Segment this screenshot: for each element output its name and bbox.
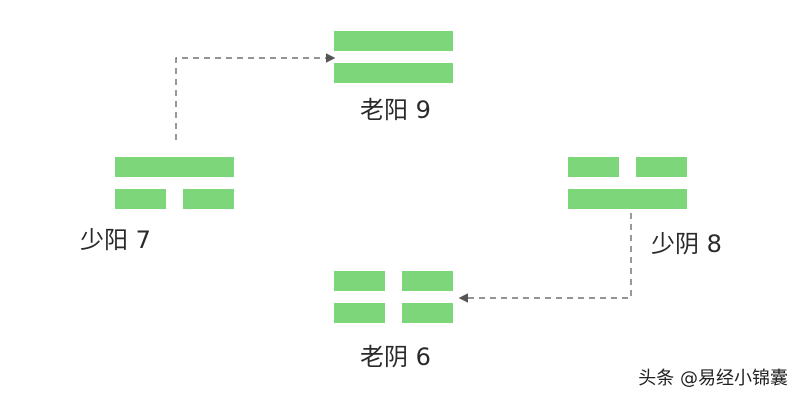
- yao-line-broken-right: [402, 303, 453, 323]
- connector-shaoyang-to-laoyang: [175, 53, 336, 140]
- yao-line-solid: [115, 157, 234, 177]
- yao-line-solid: [334, 63, 453, 83]
- yao-line-broken-left: [334, 303, 385, 323]
- hexagram-label: 老阳 9: [360, 96, 431, 124]
- yao-line-broken-left: [334, 271, 385, 291]
- yao-line-broken-right: [402, 271, 453, 291]
- hexagram-label: 老阴 6: [360, 343, 431, 371]
- yao-line-broken-right: [183, 189, 234, 209]
- watermark-text: 头条 @易经小锦囊: [638, 368, 788, 389]
- hexagram-label: 少阳 7: [80, 226, 151, 254]
- yao-line-solid: [334, 31, 453, 51]
- connector-shaoyin-to-laoyin: [458, 213, 632, 303]
- yao-line-broken-left: [568, 157, 619, 177]
- hexagram-label: 少阴 8: [651, 230, 722, 258]
- yao-line-solid: [568, 189, 687, 209]
- yao-line-broken-left: [115, 189, 166, 209]
- yao-line-broken-right: [636, 157, 687, 177]
